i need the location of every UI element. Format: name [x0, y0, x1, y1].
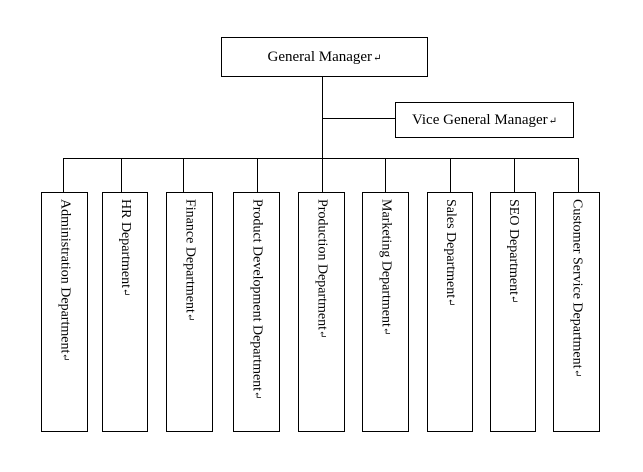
department-box-finance: Finance Department↵	[166, 192, 213, 432]
department-box-customer-service: Customer Service Department↵	[553, 192, 600, 432]
department-label: Administration Department	[57, 199, 73, 354]
department-label: Product Development Department	[249, 199, 265, 392]
department-label: Marketing Department	[378, 199, 394, 327]
department-label: Sales Department	[443, 199, 458, 299]
paragraph-mark: ↵	[548, 115, 558, 127]
drop-line-hr	[121, 158, 122, 193]
general-manager-label: General Manager	[267, 48, 373, 65]
department-label: Customer Service Department	[569, 199, 585, 369]
department-label: Finance Department	[182, 199, 198, 313]
drop-line-finance	[183, 158, 184, 193]
drop-line-product-development	[257, 158, 258, 193]
department-label: Production Department	[314, 199, 330, 331]
department-label: HR Department	[118, 199, 133, 289]
drop-line-seo	[514, 158, 515, 193]
department-box-production: Production Department↵	[298, 192, 345, 432]
department-box-product-development: Product Development Department↵	[233, 192, 280, 432]
paragraph-mark: ↵	[445, 298, 456, 307]
department-box-administration: Administration Department↵	[41, 192, 88, 432]
vice-general-manager-label: Vice General Manager	[411, 111, 548, 128]
paragraph-mark: ↵	[59, 353, 71, 362]
drop-line-administration	[63, 158, 64, 193]
department-box-hr: HR Department↵	[102, 192, 148, 432]
drop-line-customer-service	[578, 158, 579, 193]
vice-branch-line	[322, 118, 396, 119]
paragraph-mark: ↵	[571, 368, 583, 377]
paragraph-mark: ↵	[508, 295, 519, 304]
paragraph-mark: ↵	[251, 391, 263, 400]
drop-line-production	[322, 158, 323, 193]
paragraph-mark: ↵	[316, 330, 328, 339]
gm-trunk-line	[322, 76, 323, 159]
drop-line-sales	[450, 158, 451, 193]
department-box-sales: Sales Department↵	[427, 192, 473, 432]
paragraph-mark: ↵	[380, 326, 392, 336]
department-label: SEO Department	[506, 199, 521, 296]
vice-general-manager-box: Vice General Manager↵	[395, 102, 574, 138]
department-bus-line	[63, 158, 579, 159]
department-box-seo: SEO Department↵	[490, 192, 536, 432]
drop-line-marketing	[385, 158, 386, 193]
general-manager-box: General Manager↵	[221, 37, 428, 77]
paragraph-mark: ↵	[373, 52, 382, 64]
department-box-marketing: Marketing Department↵	[362, 192, 409, 432]
paragraph-mark: ↵	[184, 312, 196, 322]
paragraph-mark: ↵	[120, 288, 131, 297]
